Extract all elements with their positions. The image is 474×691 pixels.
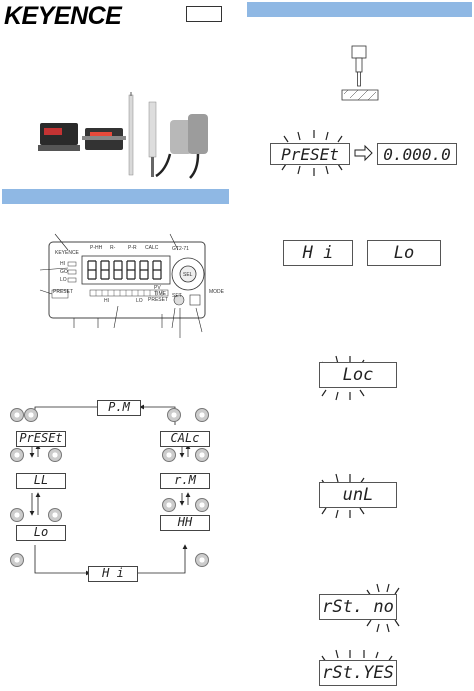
- device-indicator-preset: PRESET: [148, 297, 169, 303]
- amplifier-image: [38, 123, 80, 151]
- arrow-key-icon: [10, 508, 24, 522]
- device-preset-button-label: PRESET: [53, 289, 74, 295]
- device-indicator-pv: PV: [154, 285, 161, 291]
- menu-box-hh: HH: [160, 515, 210, 531]
- device-side-label-lo: LO: [60, 277, 67, 283]
- device-indicator-time: TIME: [154, 291, 166, 297]
- device-side-label-go: GO: [60, 269, 68, 275]
- reset-yes-display: rSt.YES: [319, 660, 397, 686]
- device-model-label: GT2-71: [172, 246, 189, 252]
- menu-box-rm: r.M: [160, 473, 210, 489]
- probe-thick-image: [148, 101, 157, 177]
- menu-box-lo: Lo: [16, 525, 66, 541]
- device-top-label-4: CALC: [145, 245, 159, 251]
- device-bar-label-lo: LO: [136, 298, 143, 304]
- device-top-label-1: P-HH: [90, 245, 103, 251]
- lo-display: Lo: [367, 240, 441, 266]
- arrow-key-icon: [10, 448, 24, 462]
- arrow-key-icon: [167, 408, 181, 422]
- flashing-marks-reset-no: [366, 583, 400, 633]
- menu-box-hi: H i: [88, 566, 138, 582]
- unlock-display: unL: [319, 482, 397, 508]
- probe-measuring-diagram: [341, 45, 379, 101]
- menu-box-top: P.M: [97, 400, 141, 416]
- probe-thin-image: [128, 92, 134, 176]
- device-set-button-label: SET: [172, 293, 182, 299]
- flashing-marks: [281, 130, 373, 176]
- arrow-key-icon: [195, 553, 209, 567]
- preset-display: PrESEt: [270, 143, 350, 165]
- arrow-key-icon: [10, 553, 24, 567]
- hi-display: H i: [283, 240, 353, 266]
- arrow-key-icon: [195, 408, 209, 422]
- zero-display: 0.000.0: [377, 143, 457, 165]
- menu-box-calc: CALc: [160, 431, 210, 447]
- arrow-key-icon: [24, 408, 38, 422]
- keyence-logo: KEYENCE: [4, 2, 122, 30]
- device-mode-button-label: MODE: [209, 289, 224, 295]
- device-bar-label-hi: HI: [104, 298, 109, 304]
- device-side-label-hi: HI: [60, 261, 65, 267]
- section-header-band-left: [2, 189, 229, 204]
- arrow-key-icon: [162, 498, 176, 512]
- sensor-head-image: [155, 114, 208, 179]
- device-top-label-3: P-R: [128, 245, 137, 251]
- menu-flow-arrows: [29, 404, 191, 576]
- device-top-label-2: R-: [110, 245, 116, 251]
- panel-unit-image: [82, 128, 126, 150]
- device-sel-button-label: SEL: [183, 272, 193, 278]
- reset-no-display: rSt. no: [319, 594, 397, 620]
- arrow-key-icon: [10, 408, 24, 422]
- header-box: [186, 6, 222, 22]
- lock-display: Loc: [319, 362, 397, 388]
- menu-box-preset: PrESEt: [16, 431, 66, 447]
- device-brand-label: KEYENCE: [55, 250, 79, 256]
- arrow-key-icon: [195, 498, 209, 512]
- arrow-key-icon: [195, 448, 209, 462]
- menu-box-ll: LL: [16, 473, 66, 489]
- product-photo: [38, 92, 208, 179]
- flashing-marks-reset-yes: [321, 649, 393, 663]
- section-header-band-right: [247, 2, 472, 17]
- device-front-diagram: [39, 233, 206, 338]
- arrow-key-icon: [48, 448, 62, 462]
- arrow-key-icon: [162, 448, 176, 462]
- seven-segment-display: [87, 260, 162, 280]
- arrow-key-icon: [48, 508, 62, 522]
